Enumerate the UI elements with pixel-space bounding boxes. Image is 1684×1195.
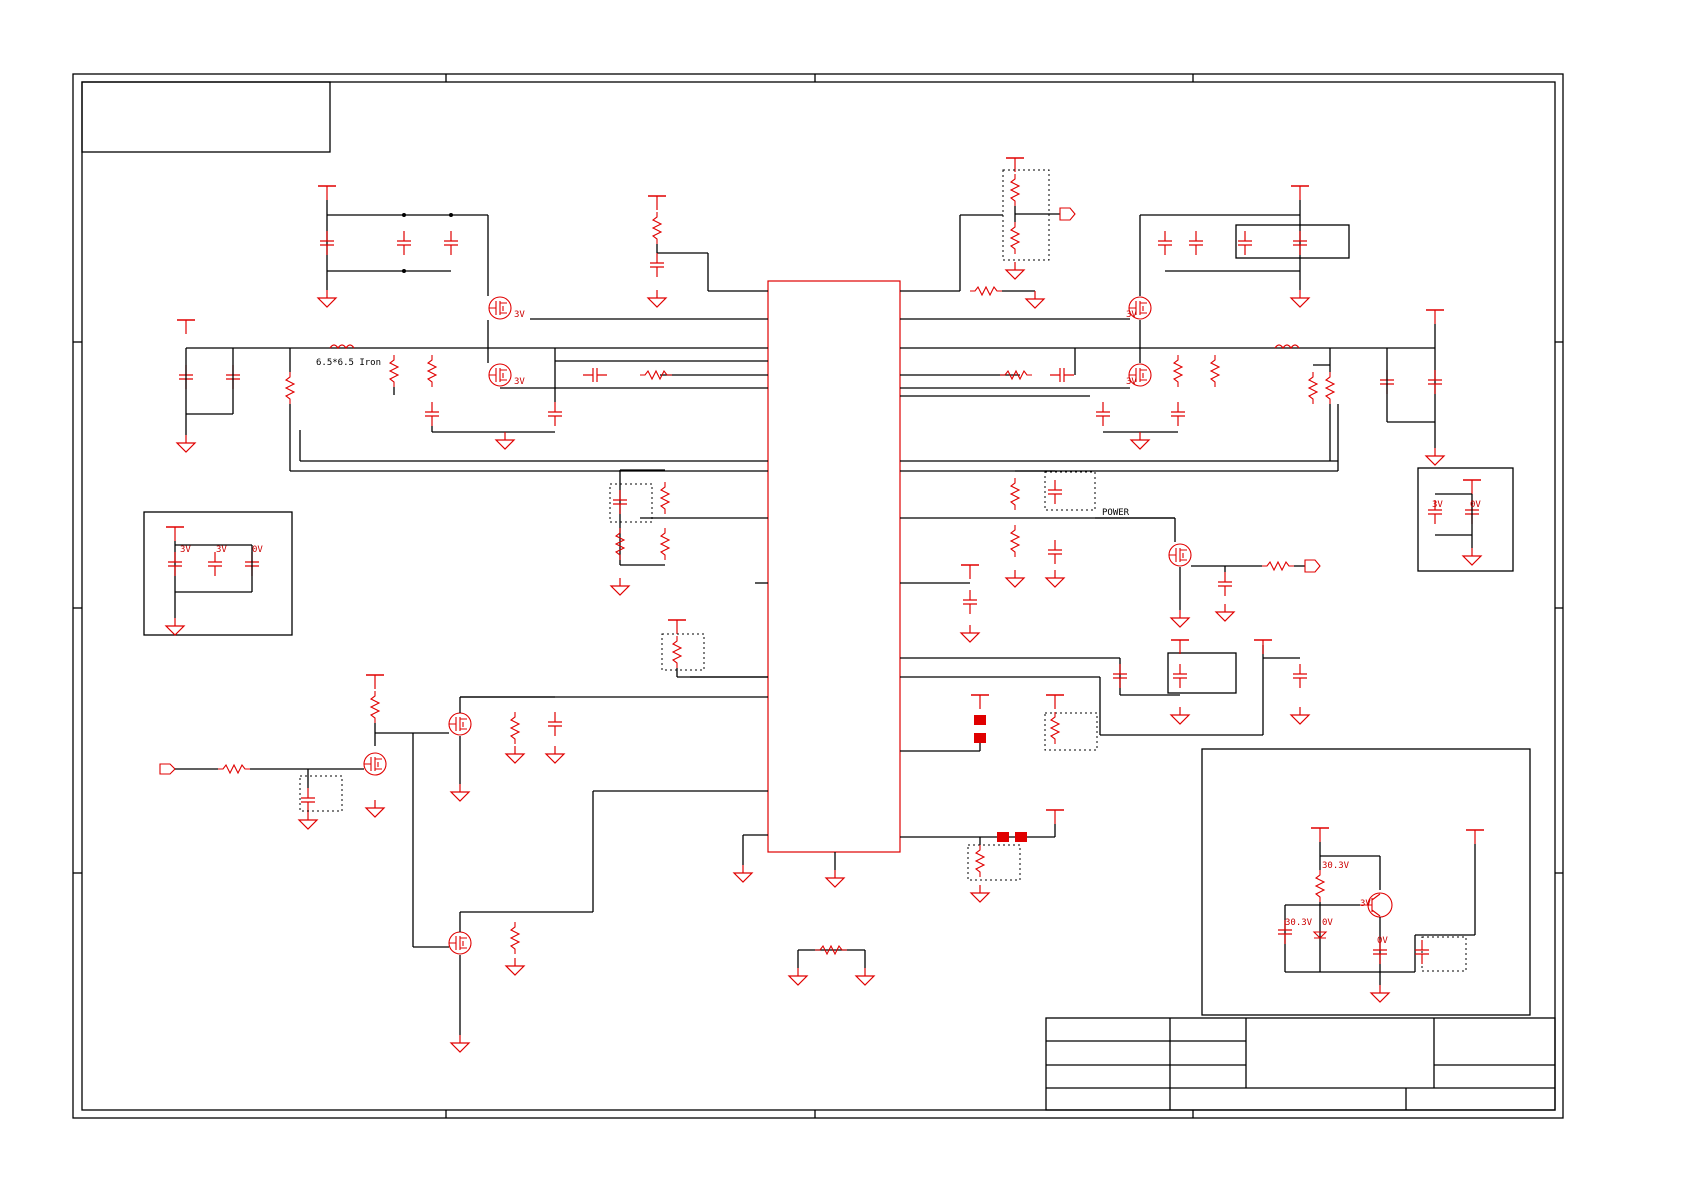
inductor-label: 6.5*6.5 Iron: [316, 358, 381, 368]
regulator-section: 30.3V 30.3V 0V 3V 0V: [1201, 748, 1531, 1016]
reg-voltage-1: 30.3V: [1322, 861, 1350, 871]
reg-voltage-2: 30.3V: [1285, 918, 1313, 928]
cap-voltage-3: 0V: [252, 545, 263, 555]
fet2-voltage: 3V: [514, 377, 525, 387]
reg-voltage-4: 3V: [1360, 899, 1371, 909]
right-middle-circuits: POWER: [960, 470, 1321, 903]
frame-border: [72, 73, 1564, 1119]
reg-voltage-5: 0V: [1377, 936, 1388, 946]
cap-voltage-1: 3V: [180, 545, 191, 555]
title-block: [1045, 1017, 1556, 1111]
left-power-section: 6.5*6.5 Iron 3V 3V: [176, 185, 768, 472]
reg-voltage-3: 0V: [1322, 918, 1333, 928]
power-label: POWER: [1102, 508, 1130, 518]
cap-voltage-4: 3V: [1432, 500, 1443, 510]
cap-voltage-2: 3V: [216, 545, 227, 555]
right-power-section: 3V 3V 3V 0V: [900, 157, 1514, 572]
cap-voltage-5: 0V: [1470, 500, 1481, 510]
left-middle-circuits: 3V 3V 0V: [143, 469, 875, 1053]
fet4-voltage: 3V: [1126, 377, 1137, 387]
fet1-voltage: 3V: [514, 310, 525, 320]
fet3-voltage: 3V: [1126, 310, 1137, 320]
main-ic: [767, 280, 901, 853]
ic-pins: [300, 290, 1338, 838]
